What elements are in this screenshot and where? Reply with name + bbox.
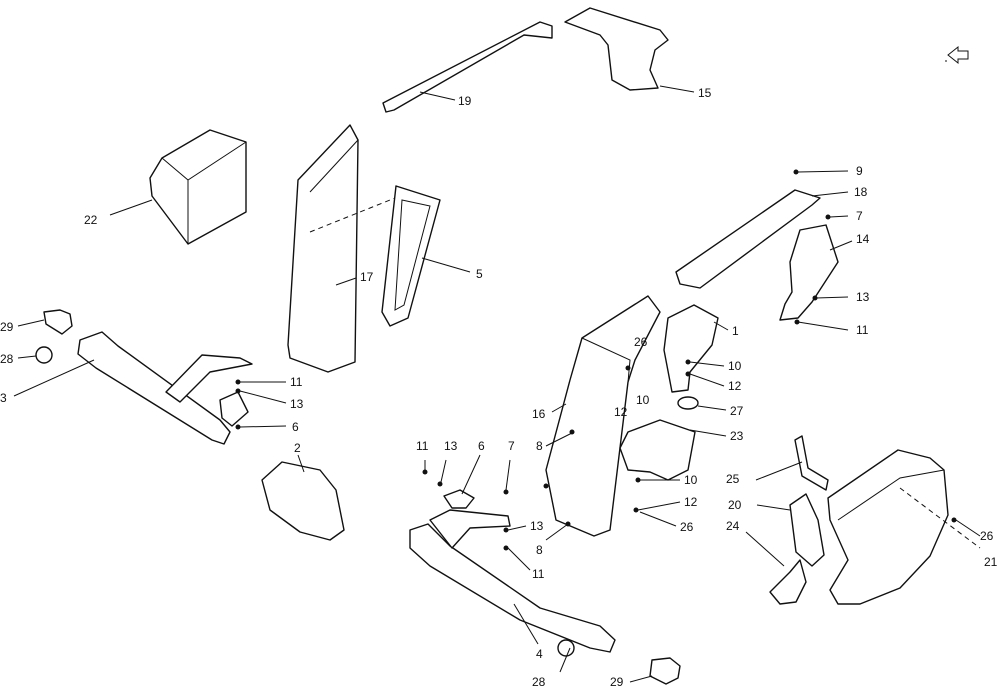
- callout-12: 12: [728, 379, 742, 393]
- callout-17: 17: [360, 270, 374, 284]
- callout-18: 18: [854, 185, 868, 199]
- callout-6b: 6: [478, 439, 485, 453]
- callout-10b: 10: [636, 393, 650, 407]
- callout-3: 3: [0, 391, 7, 405]
- leader-lines: [239, 170, 981, 673]
- callout-4: 4: [536, 647, 543, 661]
- part-17-panel: [287, 124, 401, 373]
- callout-11: 11: [290, 375, 303, 389]
- part-29-plug-bottom: [629, 657, 681, 685]
- callout-26c: 26: [980, 529, 994, 543]
- part-16-panel: [545, 295, 661, 537]
- callout-15: 15: [698, 86, 712, 100]
- callout-8: 8: [536, 439, 543, 453]
- part-18-bar: [675, 189, 849, 289]
- part-25-bracket: [755, 435, 829, 491]
- callout-29b: 29: [610, 675, 624, 689]
- part-4-tube: [409, 509, 616, 653]
- callout-21: 21: [984, 555, 998, 569]
- callout-27: 27: [730, 404, 744, 418]
- callout-12b: 12: [614, 405, 628, 419]
- callout-13d: 13: [530, 519, 544, 533]
- callout-10: 10: [728, 359, 742, 373]
- part-1-bracket: [663, 304, 729, 393]
- callout-11c: 11: [416, 439, 429, 453]
- part-29-plug: [17, 309, 73, 335]
- part-6-bracket: [443, 454, 481, 509]
- callout-14: 14: [856, 232, 870, 246]
- part-20-bracket: [756, 493, 825, 567]
- callout-29: 29: [0, 320, 14, 334]
- callout-13b: 13: [856, 290, 870, 304]
- part-23-bracket: [619, 419, 727, 481]
- callout-7b: 7: [508, 439, 515, 453]
- part-27-washer: [677, 396, 727, 411]
- callout-23: 23: [730, 429, 744, 443]
- callout-26b: 26: [680, 520, 694, 534]
- callout-10c: 10: [684, 473, 698, 487]
- callout-13: 13: [290, 397, 304, 411]
- callout-19: 19: [458, 94, 472, 108]
- part-22-box: [109, 129, 247, 245]
- callout-25: 25: [726, 472, 740, 486]
- callout-labels: 1 2 3 4 5 6 6 7 7 8 8 9 10 10 10 11 11 1…: [0, 86, 998, 689]
- callout-11d: 11: [532, 567, 545, 581]
- callout-11b: 11: [856, 323, 869, 337]
- part-19-strap: [382, 21, 553, 113]
- part-28-cap: [17, 346, 53, 364]
- callout-6: 6: [292, 420, 299, 434]
- part-5-frame: [381, 185, 471, 327]
- part-3-tube: [13, 331, 253, 445]
- callout-1: 1: [732, 324, 739, 338]
- part-14-bracket: [779, 224, 853, 321]
- callout-26: 26: [634, 335, 648, 349]
- callout-22: 22: [84, 213, 98, 227]
- part-24-bracket: [745, 531, 807, 605]
- callout-16: 16: [532, 407, 546, 421]
- part-15-bracket: [564, 7, 695, 93]
- callout-13c: 13: [444, 439, 458, 453]
- callout-8b: 8: [536, 543, 543, 557]
- callout-9: 9: [856, 164, 863, 178]
- part-28-cap-bottom: [557, 639, 575, 657]
- part-21-fender: [827, 449, 981, 605]
- callout-7: 7: [856, 209, 863, 223]
- callout-5: 5: [476, 267, 483, 281]
- part-2-bracket: [261, 454, 345, 541]
- callout-12c: 12: [684, 495, 698, 509]
- callout-2: 2: [294, 441, 301, 455]
- callout-24: 24: [726, 519, 740, 533]
- return-arrow-icon[interactable]: [945, 45, 969, 65]
- callout-28: 28: [0, 352, 14, 366]
- callout-20: 20: [728, 498, 742, 512]
- fasteners: [235, 169, 957, 551]
- callout-28b: 28: [532, 675, 546, 689]
